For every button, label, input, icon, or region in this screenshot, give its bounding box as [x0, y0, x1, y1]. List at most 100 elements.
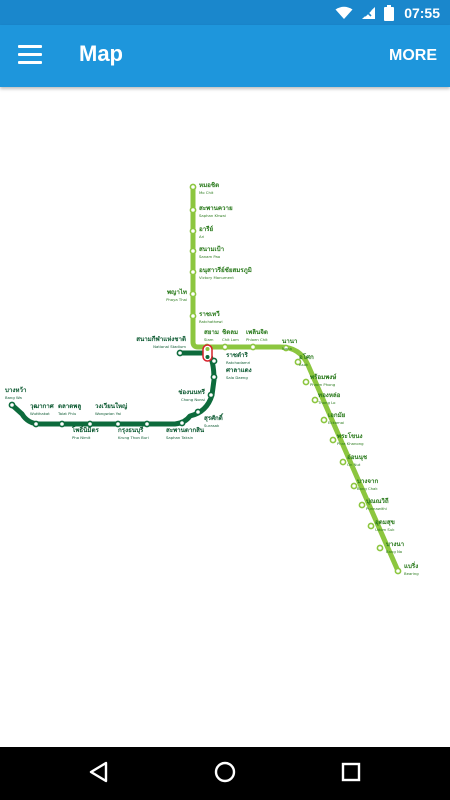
- page-title: Map: [79, 41, 123, 66]
- station-label-thai: สะพานตากสิน: [166, 426, 205, 434]
- station-dot: [350, 482, 358, 490]
- station-dot: [178, 419, 186, 427]
- station-dot: [143, 420, 151, 428]
- station-label-english: Saphan Taksin: [166, 435, 194, 440]
- station-label-thai: วุฒากาศ: [30, 403, 55, 410]
- station-label-english: Krung Thon Buri: [118, 435, 149, 440]
- interchange-dot: [205, 355, 210, 359]
- station-dot: [189, 268, 197, 276]
- station-label-thai: สนามเป้า: [199, 245, 225, 253]
- station-dot: [189, 206, 197, 214]
- station-label-thai: ช่องนนทรี: [178, 388, 205, 396]
- station-label-thai: อารีย์: [199, 225, 214, 233]
- station-label-english: Phaya Thai: [166, 297, 187, 302]
- station-dot: [282, 344, 290, 352]
- navigation-bar: [0, 747, 450, 800]
- station-label-english: Talat Phlu: [57, 411, 77, 416]
- station-label-english: Bang Wa: [5, 395, 22, 400]
- station-label-thai: ทองหล่อ: [318, 392, 341, 399]
- home-icon[interactable]: [213, 760, 237, 788]
- station-label-thai: พระโขนง: [336, 432, 363, 440]
- station-label-english: Punnawithi: [366, 506, 387, 511]
- station-dot: [210, 373, 218, 381]
- station-label-english: Chit Lom: [222, 337, 239, 342]
- station-label-english: Mo Chit: [199, 190, 214, 195]
- station-label-english: Chong Nonsi: [181, 397, 205, 402]
- station-label-english: Thong Lo: [317, 400, 336, 405]
- station-label-thai: บางจาก: [357, 478, 379, 485]
- station-label-english: Bang Na: [386, 549, 402, 554]
- station-dot: [394, 567, 402, 575]
- station-label-english: Phrom Phong: [310, 382, 336, 387]
- station-label-english: Nana: [282, 346, 292, 351]
- recent-apps-icon[interactable]: [340, 760, 362, 788]
- station-label-thai: อนุสาวรีย์ชัยสมรภูมิ: [199, 266, 252, 275]
- interchange-dot: [205, 347, 210, 351]
- station-dot: [376, 544, 384, 552]
- station-dot: [189, 290, 197, 298]
- station-label-thai: อโศก: [299, 353, 314, 361]
- signal-icon: [361, 6, 376, 20]
- wifi-icon: [335, 6, 353, 20]
- station-label-english: Siam: [204, 337, 214, 342]
- station-dot: [249, 343, 257, 351]
- station-label-english: Sala Daeng: [226, 375, 248, 380]
- station-label-thai: วงเวียนใหญ่: [95, 402, 128, 410]
- more-button[interactable]: MORE: [389, 47, 437, 64]
- station-label-english: Ekkamai: [328, 420, 344, 425]
- station-label-thai: สะพานควาย: [199, 205, 233, 212]
- station-label-english: Ratchathewi: [199, 319, 223, 324]
- status-time: 07:55: [404, 4, 440, 21]
- station-dot: [114, 420, 122, 428]
- station-dot: [58, 420, 66, 428]
- station-label-thai: หมอชิต: [199, 181, 219, 189]
- station-dot: [210, 357, 218, 365]
- station-label-thai: บางหว้า: [5, 386, 27, 394]
- station-label-english: Phloen Chit: [246, 337, 268, 342]
- station-label-thai: สนามกีฬาแห่งชาติ: [136, 335, 186, 343]
- station-dot: [329, 436, 337, 444]
- interchange-marker: [202, 344, 213, 362]
- station-label-english: Phra Khanong: [337, 441, 364, 446]
- station-label-thai: ปุณณวิถี: [366, 497, 389, 505]
- station-label-english: Udom Suk: [375, 527, 395, 532]
- station-label-english: On Nut: [347, 462, 361, 467]
- sukhumvit-line: [190, 184, 401, 574]
- station-label-thai: ราชดำริ: [226, 351, 248, 359]
- station-dot: [86, 420, 94, 428]
- back-icon[interactable]: [88, 760, 110, 788]
- station-label-english: Ari: [199, 234, 204, 239]
- station-label-thai: นานา: [282, 338, 298, 345]
- station-label-thai: กรุงธนบุรี: [118, 426, 144, 434]
- station-dot: [8, 401, 16, 409]
- station-label-english: Pho Nimit: [72, 435, 91, 440]
- station-label-english: Wutthakat: [30, 411, 50, 416]
- station-dot: [311, 396, 319, 404]
- station-dot: [320, 416, 328, 424]
- station-label-thai: พญาไท: [166, 288, 187, 296]
- station-label-english: Victory Monument: [199, 275, 234, 280]
- station-label-english: Wongwian Yai: [95, 411, 121, 416]
- station-dot: [339, 458, 347, 466]
- station-dot: [207, 391, 215, 399]
- station-dot: [189, 183, 197, 191]
- station-label-english: Asok: [299, 362, 309, 367]
- station-label-thai: สุรศักดิ์: [204, 413, 224, 422]
- station-label-thai: ชิดลม: [222, 328, 238, 336]
- station-label-english: Ratchadamri: [226, 360, 250, 365]
- station-dot: [221, 343, 229, 351]
- station-dot: [189, 227, 197, 235]
- station-label-english: Saphan Khwai: [199, 213, 226, 218]
- station-dot: [194, 408, 202, 416]
- station-label-english: Bearing: [404, 571, 419, 576]
- station-label-thai: สยาม: [204, 329, 219, 336]
- station-label-english: Bang Chak: [357, 486, 378, 491]
- station-label-english: Sanam Pao: [199, 254, 221, 259]
- station-label-thai: ศาลาแดง: [226, 367, 252, 374]
- status-bar: 07:55: [0, 0, 450, 25]
- hamburger-menu-icon[interactable]: [18, 45, 42, 65]
- station-label-thai: พร้อมพงษ์: [309, 373, 337, 381]
- app-bar: Map MORE: [0, 25, 450, 87]
